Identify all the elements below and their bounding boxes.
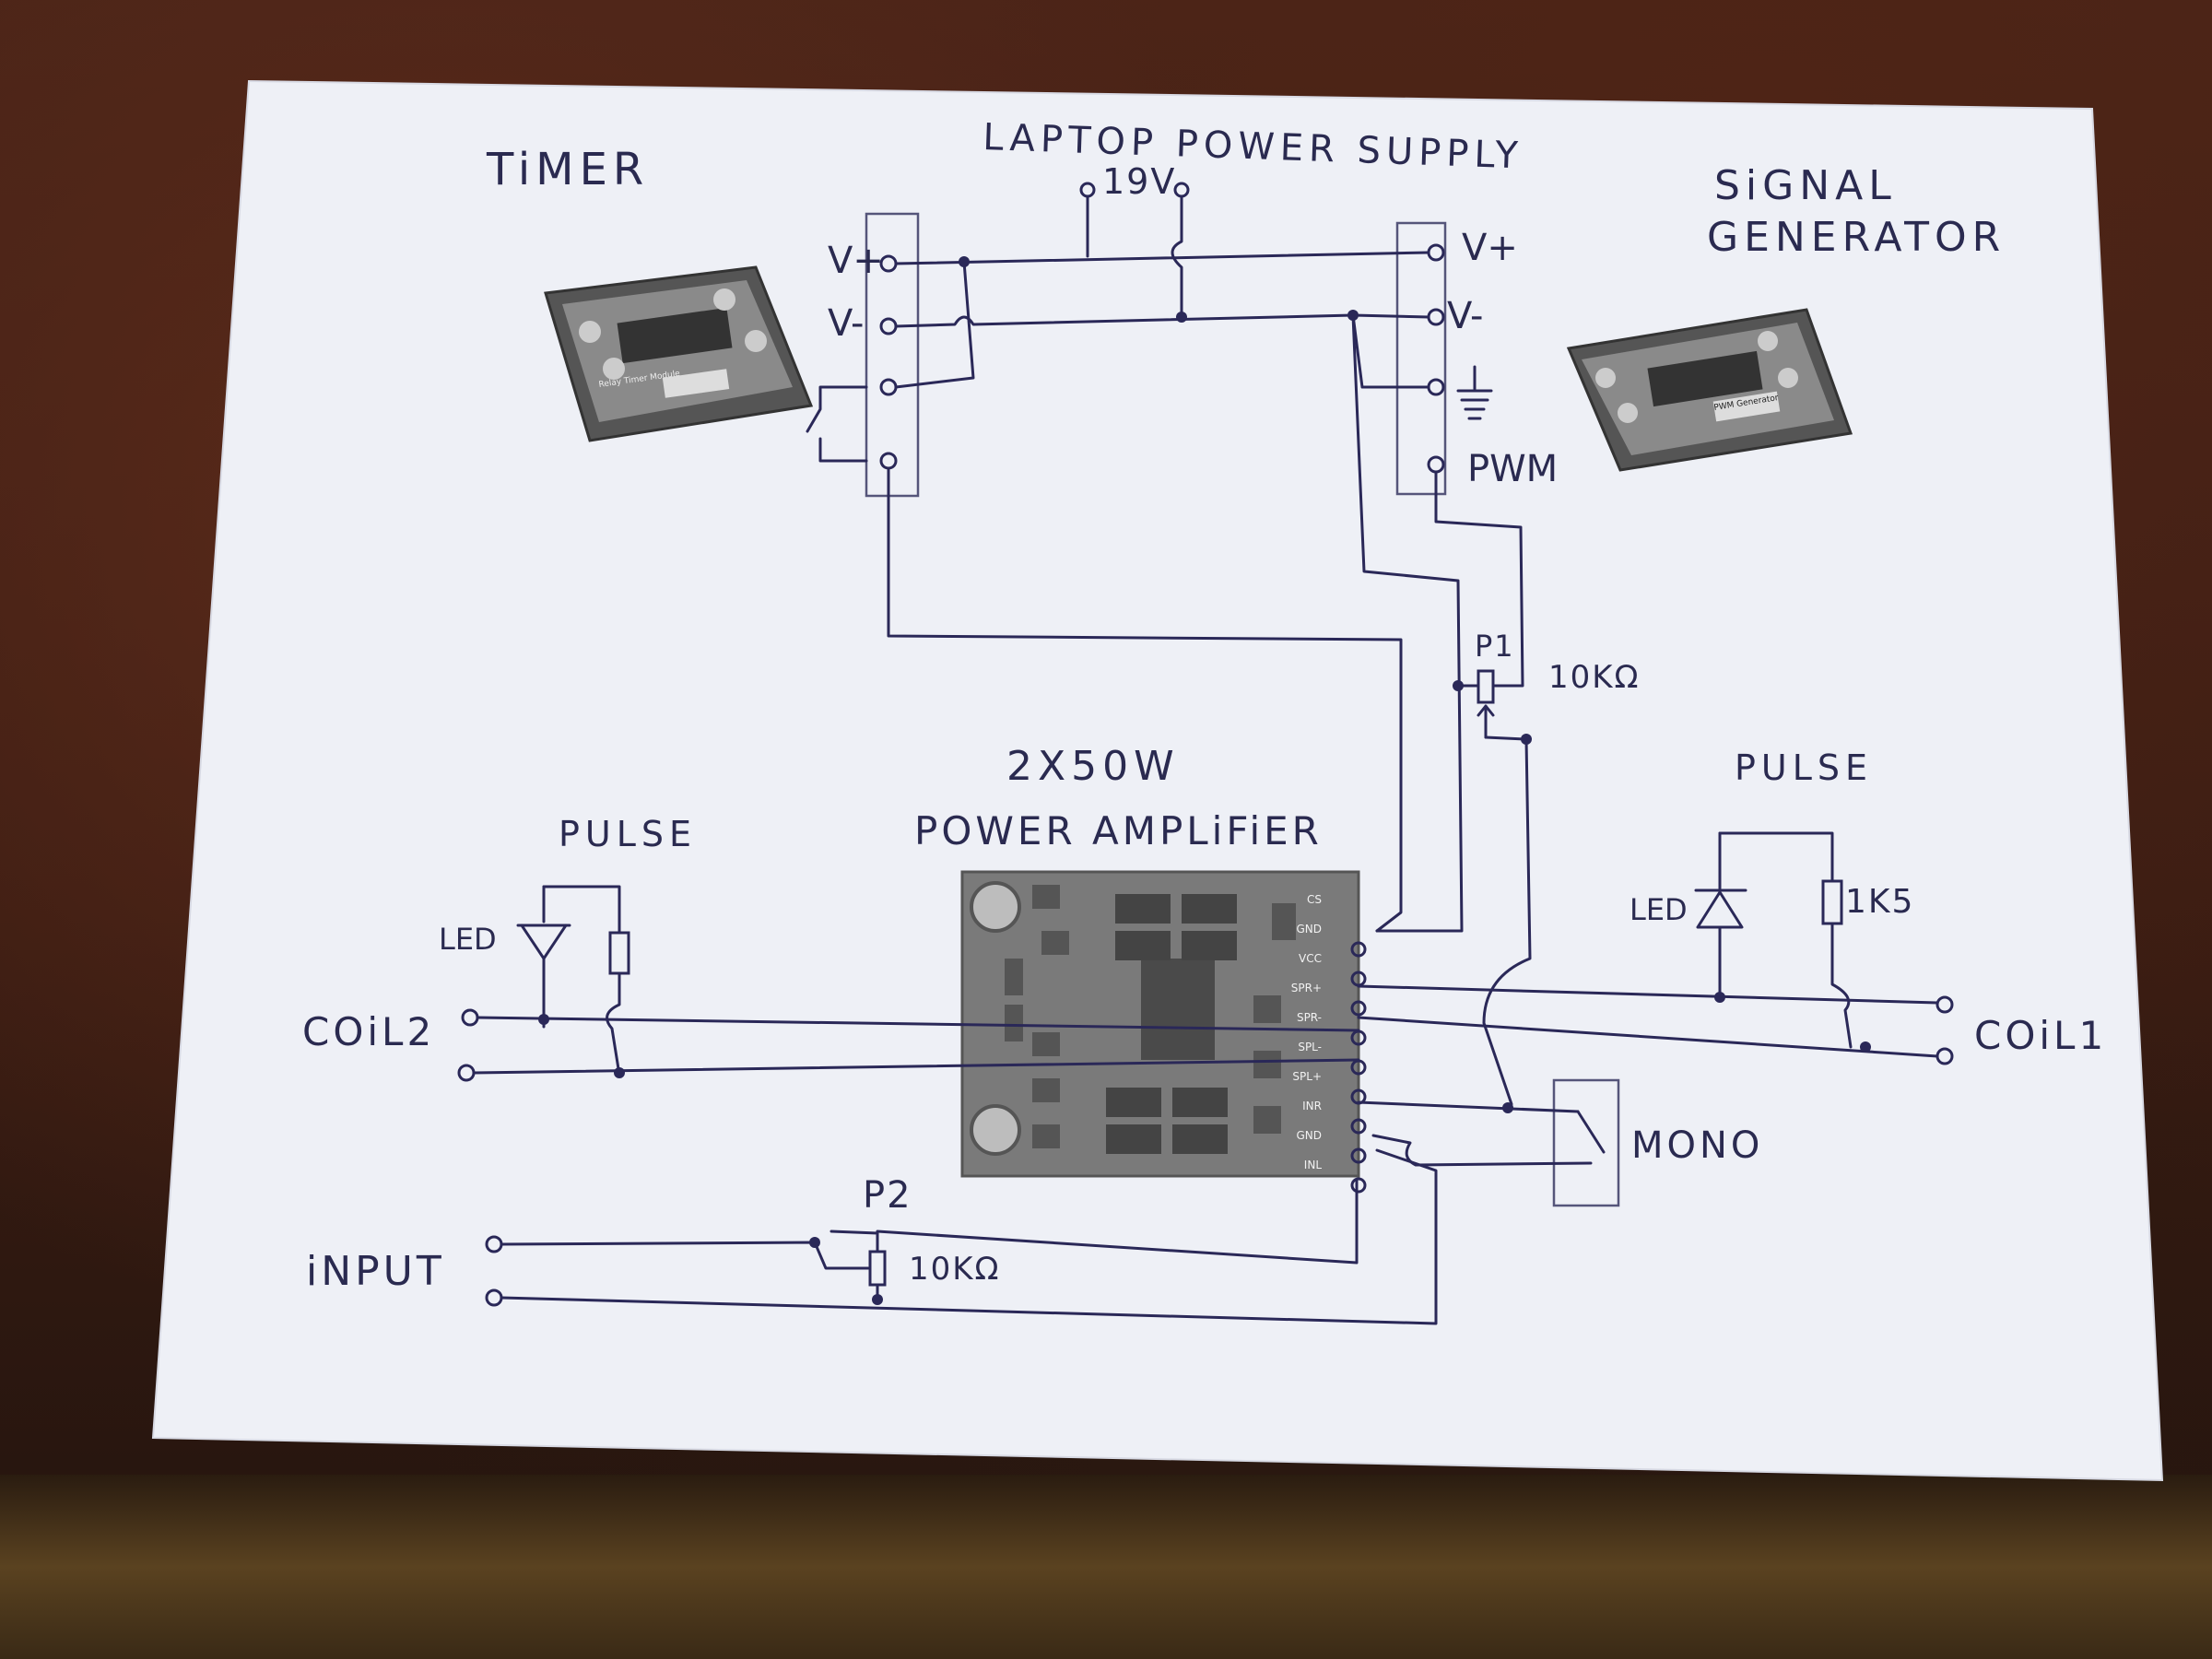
amp-pin-label: INR: [1302, 1100, 1322, 1112]
amp-pin-label: INL: [1304, 1159, 1323, 1171]
amp-heading-1: 2X50W: [1006, 743, 1180, 790]
amp-pin-terminal: [1350, 1000, 1367, 1017]
right-pulse-circuit: PULSE LED 1K5 COiL1: [1357, 747, 2107, 1065]
p2-label: P2: [863, 1174, 912, 1217]
amp-pin-label: GND: [1296, 923, 1322, 935]
amp-pin-terminal: [1350, 1147, 1367, 1164]
amp-pin-terminal: [1350, 1088, 1367, 1105]
amp-pin-label: GND: [1296, 1129, 1322, 1142]
p2-value-label: 10KΩ: [909, 1251, 1001, 1288]
led-left-label: LED: [439, 922, 497, 957]
p1-label: P1: [1475, 629, 1515, 664]
coil1-label: COiL1: [1974, 1013, 2107, 1058]
amp-pin-terminal: [1350, 1030, 1367, 1046]
amp-pin-terminals: [1350, 941, 1367, 1194]
resistor-right-label: 1K5: [1845, 883, 1914, 921]
input-label: iNPUT: [306, 1248, 445, 1295]
supply-voltage-label: 19V: [1102, 161, 1176, 202]
amp-pin-label: SPL+: [1292, 1070, 1322, 1083]
amp-pin-terminal: [1350, 1177, 1367, 1194]
mono-label: MONO: [1631, 1124, 1763, 1167]
timer-terminal-block: V+ V-: [806, 212, 920, 498]
amp-pin-terminal: [1350, 1118, 1367, 1135]
amp-pin-terminal: [1350, 941, 1367, 958]
generator-terminal-block: V+ V- PWM: [1395, 221, 1558, 496]
amp-pin-terminal: [1350, 1059, 1367, 1076]
left-pulse-circuit: PULSE LED COiL2: [302, 814, 1360, 1082]
input-circuit: P2 10KΩ iNPUT: [306, 1148, 1438, 1325]
amp-pin-label: CS: [1307, 893, 1322, 906]
amp-pin-label: VCC: [1299, 952, 1322, 965]
amp-pin-label: SPR-: [1297, 1011, 1322, 1024]
coil2-label: COiL2: [302, 1009, 435, 1054]
amp-pin-label: SPR+: [1291, 982, 1322, 994]
gen-pwm-label: PWM: [1467, 448, 1558, 490]
signal-generator-heading-2: GENERATOR: [1707, 214, 2006, 261]
timer-vplus-label: V+: [828, 240, 884, 282]
signal-generator-heading-1: SiGNAL: [1714, 162, 1897, 209]
timer-vminus-label: V-: [828, 302, 864, 345]
gen-vplus-label: V+: [1462, 227, 1518, 269]
pulse-right-heading: PULSE: [1735, 747, 1873, 788]
p1-value-label: 10KΩ: [1548, 659, 1641, 696]
power-amplifier-board: CS GND VCC SPR+ SPR- SPL- SPL+ INR GND INL: [960, 870, 1360, 1178]
floor-strip: [0, 1475, 2212, 1659]
power-wiring: [887, 182, 1524, 933]
signal-generator-module: PWM Generator: [1566, 308, 1853, 472]
pulse-left-heading: PULSE: [559, 814, 697, 854]
p1-potentiometer: P1 10KΩ: [1453, 629, 1641, 1106]
amp-heading-2: POWER AMPLiFiER: [914, 808, 1323, 853]
led-right-label: LED: [1630, 892, 1688, 927]
gen-vminus-label: V-: [1447, 295, 1483, 337]
timer-module: Relay Timer Module: [544, 265, 814, 442]
amp-pin-terminal: [1350, 971, 1367, 987]
amp-pin-label: SPL-: [1298, 1041, 1322, 1053]
timer-heading: TiMER: [486, 144, 649, 195]
